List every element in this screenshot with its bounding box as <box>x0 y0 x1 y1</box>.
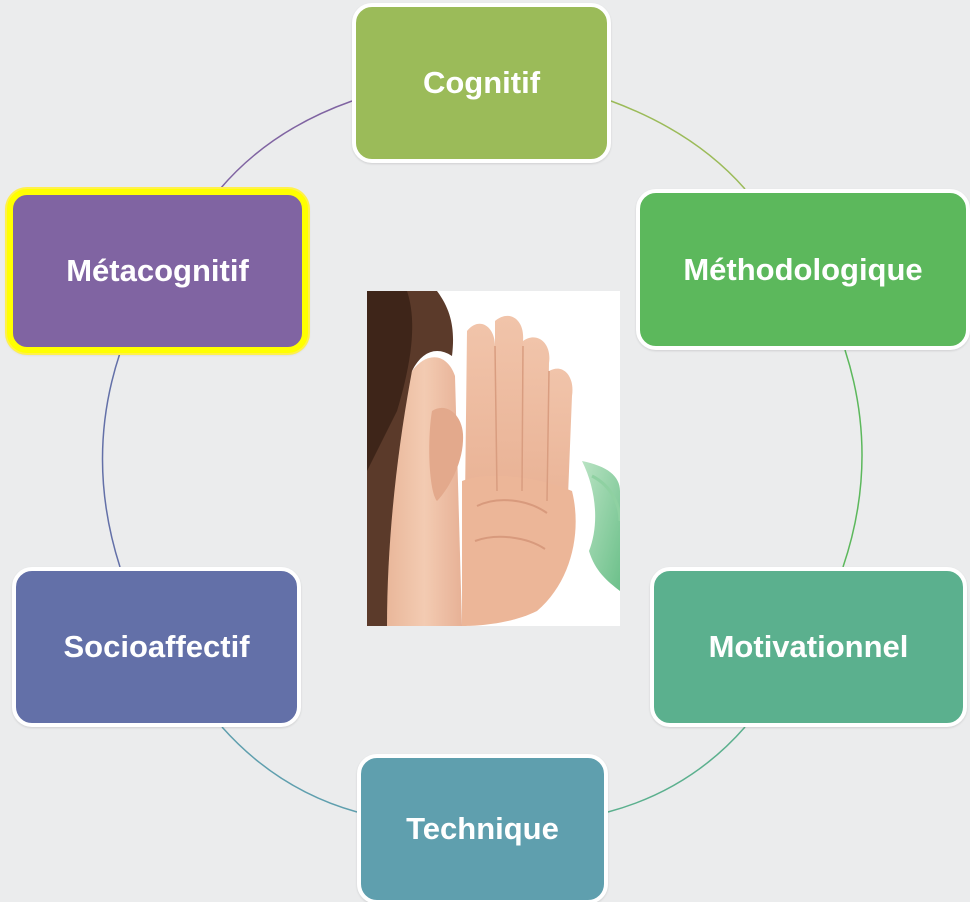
node-label-cognitif: Cognitif <box>423 65 540 101</box>
node-socioaffectif[interactable]: Socioaffectif <box>12 567 301 727</box>
node-label-technique: Technique <box>406 811 559 847</box>
node-label-socioaffectif: Socioaffectif <box>63 629 249 665</box>
node-technique[interactable]: Technique <box>357 754 608 902</box>
arc-metacognitif-to-cognitif <box>220 101 352 189</box>
node-label-motivationnel: Motivationnel <box>709 629 909 665</box>
node-label-metacognitif: Métacognitif <box>66 253 249 289</box>
arc-methodologique-to-motivationnel <box>843 350 862 567</box>
hand-cupped-to-ear-photo[interactable] <box>367 291 620 626</box>
arc-socioaffectif-to-metacognitif <box>103 353 121 567</box>
arc-technique-to-socioaffectif <box>222 727 357 812</box>
node-cognitif[interactable]: Cognitif <box>352 3 611 163</box>
node-metacognitif[interactable]: Métacognitif <box>7 189 308 353</box>
listening-hand-illustration <box>367 291 620 626</box>
arc-motivationnel-to-technique <box>608 727 745 812</box>
node-methodologique[interactable]: Méthodologique <box>636 189 970 350</box>
arc-cognitif-to-methodologique <box>611 101 745 189</box>
node-motivationnel[interactable]: Motivationnel <box>650 567 967 727</box>
node-label-methodologique: Méthodologique <box>683 252 922 288</box>
